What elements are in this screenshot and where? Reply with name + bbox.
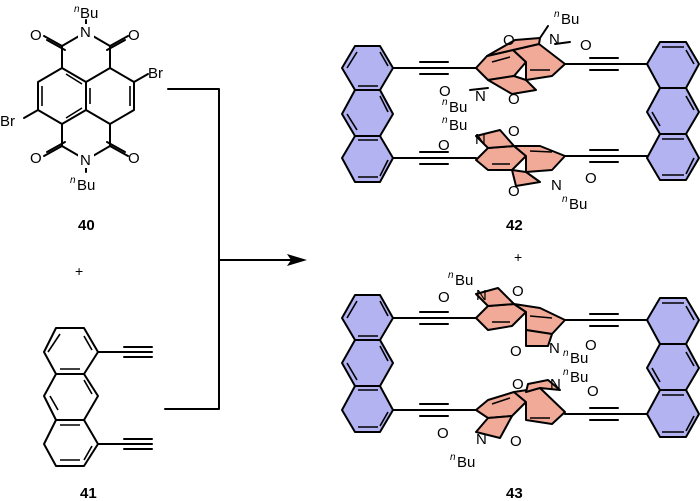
- atom-o: O: [580, 37, 592, 54]
- ndi-bottom: n Bu N O O O N O n Bu: [438, 115, 597, 213]
- atom-o: O: [30, 150, 42, 167]
- atom-n: N: [475, 88, 486, 105]
- ndi-bottom: n Bu O N O O N O n Bu: [437, 367, 599, 471]
- atom-o: O: [438, 289, 450, 306]
- atom-n-top: N: [80, 24, 91, 41]
- atom-o: O: [508, 91, 520, 108]
- anthracene-right: [646, 297, 700, 438]
- nbu-prefix: n: [448, 270, 454, 281]
- nbu-prefix: n: [563, 348, 569, 359]
- compound-label-42: 42: [506, 217, 523, 234]
- atom-o: O: [30, 27, 42, 44]
- atom-o: O: [585, 337, 597, 354]
- anthracene-left: [341, 45, 394, 183]
- compound-42: O N O n Bu O N O n Bu n Bu N O O O N O: [341, 9, 700, 234]
- ring-left: [37, 67, 87, 125]
- arrow-head-icon: [287, 254, 307, 266]
- atom-n: N: [549, 31, 560, 48]
- atom-o: O: [587, 383, 599, 400]
- atom-o: O: [508, 183, 520, 200]
- butyl: Bu: [561, 11, 579, 28]
- anthracene-left: [341, 294, 394, 433]
- atom-o: O: [585, 170, 597, 187]
- atom-o: O: [510, 433, 522, 450]
- ring-right: [85, 67, 135, 125]
- nbu-prefix: n: [554, 9, 560, 20]
- compound-41: 41: [43, 327, 153, 501]
- atom-o: O: [437, 425, 449, 442]
- atom-o: O: [439, 83, 451, 100]
- plus-sign: +: [75, 263, 83, 279]
- butyl: Bu: [449, 99, 467, 116]
- atom-o: O: [510, 343, 522, 360]
- atom-br: Br: [0, 113, 15, 130]
- atom-n: N: [476, 431, 487, 448]
- compound-label-41: 41: [80, 485, 97, 501]
- atom-n: N: [475, 131, 486, 148]
- nbu-prefix: n: [70, 175, 76, 186]
- butyl: Bu: [570, 350, 588, 367]
- ndi-top: n Bu O N O O N O n Bu: [438, 270, 597, 367]
- butyl: Bu: [570, 369, 588, 386]
- compound-40: N N O O O O Br Br n Bu n Bu 40: [0, 4, 163, 234]
- atom-o: O: [438, 137, 450, 154]
- butyl: Bu: [457, 454, 475, 471]
- atom-br: Br: [148, 65, 163, 82]
- nbu-prefix: n: [442, 97, 448, 108]
- compound-label-43: 43: [506, 485, 523, 501]
- atom-n-bottom: N: [80, 152, 91, 169]
- atom-o: O: [128, 27, 140, 44]
- plus-sign: +: [514, 249, 522, 265]
- atom-o: O: [512, 283, 524, 300]
- nbu-prefix: n: [442, 115, 448, 126]
- butyl-bottom: Bu: [77, 177, 95, 194]
- atom-o: O: [512, 376, 524, 393]
- atom-n: N: [551, 177, 562, 194]
- nbu-prefix: n: [450, 452, 456, 463]
- butyl-top: Bu: [80, 5, 98, 22]
- nbu-prefix: n: [563, 367, 569, 378]
- butyl: Bu: [569, 196, 587, 213]
- anthracene-right: [646, 41, 700, 181]
- reaction-arrow: [164, 88, 307, 410]
- butyl: Bu: [455, 272, 473, 289]
- nbu-prefix: n: [74, 4, 80, 15]
- atom-n: N: [476, 287, 487, 304]
- ndi-top: O N O n Bu O N O n Bu: [439, 9, 592, 116]
- atom-o: O: [508, 123, 520, 140]
- atom-n: N: [550, 376, 561, 393]
- atom-o: O: [128, 150, 140, 167]
- nbu-prefix: n: [562, 194, 568, 205]
- compound-43: n Bu O N O O N O n Bu n Bu O N O O N O: [341, 270, 700, 501]
- butyl: Bu: [449, 117, 467, 134]
- atom-o: O: [503, 32, 515, 49]
- atom-n: N: [549, 340, 560, 357]
- compound-label-40: 40: [78, 217, 95, 234]
